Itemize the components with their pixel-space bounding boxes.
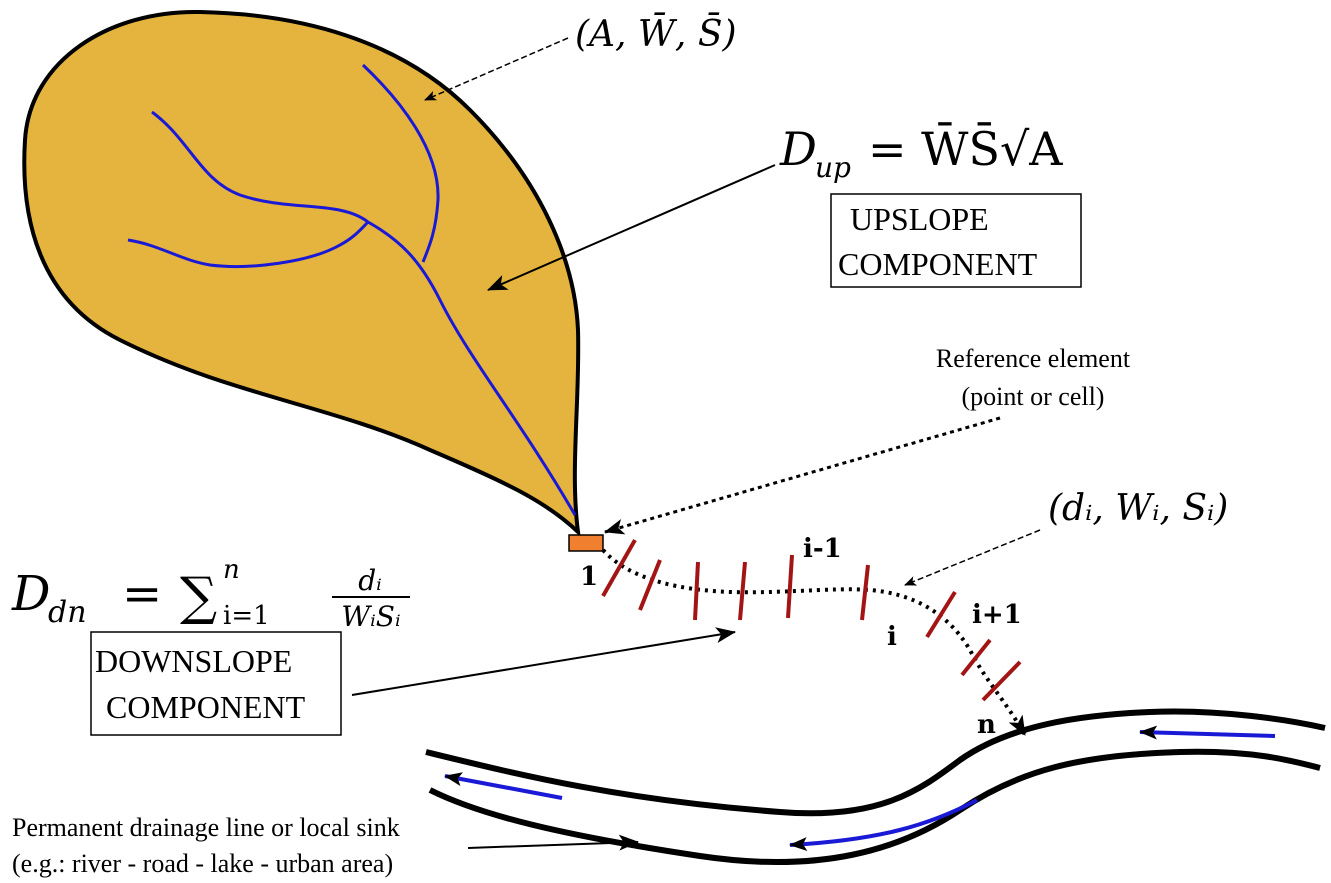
downslope-formula: D dn = ∑ n i=1 dᵢ WᵢSᵢ bbox=[11, 555, 410, 633]
downslope-component-box bbox=[90, 631, 342, 736]
downslope-component-arrow bbox=[351, 627, 736, 696]
path-label-first: 1 bbox=[580, 562, 598, 592]
flow-segment bbox=[860, 564, 870, 621]
path-label-prev: i-1 bbox=[803, 534, 842, 564]
upslope-component-box bbox=[830, 193, 1082, 288]
svg-text:up: up bbox=[815, 151, 851, 184]
drainage-sublabel: (e.g.: river - road - lake - urban area) bbox=[12, 849, 393, 878]
flow-segment bbox=[925, 590, 957, 639]
downslope-params-label: (dᵢ, Wᵢ, Sᵢ) bbox=[1048, 488, 1228, 529]
channel-flow-arrows bbox=[444, 725, 1276, 852]
svg-text:=: = bbox=[122, 566, 162, 622]
channel-flow-arrow bbox=[1139, 725, 1276, 740]
upslope-box-line2: COMPONENT bbox=[838, 246, 1038, 282]
svg-text:WᵢSᵢ: WᵢSᵢ bbox=[341, 600, 400, 633]
catchment-area bbox=[22, 9, 581, 538]
svg-text:dᵢ: dᵢ bbox=[358, 564, 382, 597]
reference-element bbox=[568, 534, 604, 552]
upslope-formula: D up = W̄S̄√A bbox=[779, 121, 1063, 184]
flow-segments bbox=[601, 539, 1022, 702]
upslope-params-label: (A, W̄, S̄) bbox=[575, 12, 737, 55]
flow-segment bbox=[981, 660, 1022, 702]
svg-text:D: D bbox=[779, 122, 817, 176]
drainage-label: Permanent drainage line or local sink bbox=[12, 813, 400, 842]
upslope-params-arrow bbox=[424, 37, 569, 101]
svg-text:∑: ∑ bbox=[180, 567, 217, 627]
svg-text:= W̄S̄√A: = W̄S̄√A bbox=[868, 121, 1063, 176]
path-label-current: i bbox=[887, 622, 897, 652]
downslope-flow-path bbox=[601, 548, 1027, 736]
path-label-last: n bbox=[977, 710, 996, 740]
flow-segment bbox=[601, 539, 637, 597]
flow-segment bbox=[738, 561, 747, 621]
reference-element-sublabel: (point or cell) bbox=[962, 382, 1105, 411]
reference-element-arrow bbox=[604, 416, 1001, 535]
upslope-box-line1: UPSLOPE bbox=[850, 201, 989, 237]
upslope-formula-arrow bbox=[487, 164, 776, 291]
channel-flow-arrow bbox=[444, 772, 563, 800]
drainage-channel bbox=[425, 708, 1326, 866]
svg-text:D: D bbox=[11, 566, 50, 622]
svg-text:n: n bbox=[223, 555, 240, 585]
flow-segment bbox=[693, 561, 700, 621]
path-label-next: i+1 bbox=[972, 600, 1022, 630]
drainage-arrow bbox=[467, 834, 639, 851]
channel-flow-arrow bbox=[789, 798, 978, 852]
downslope-box-line2: COMPONENT bbox=[106, 689, 306, 725]
flow-segment bbox=[638, 559, 662, 611]
svg-text:dn: dn bbox=[48, 595, 87, 630]
downslope-params-arrow bbox=[904, 529, 1041, 586]
flow-segment bbox=[786, 554, 794, 619]
svg-text:i=1: i=1 bbox=[223, 601, 270, 631]
flow-segment bbox=[960, 638, 992, 677]
downslope-box-line1: DOWNSLOPE bbox=[95, 643, 292, 679]
reference-element-label: Reference element bbox=[936, 344, 1131, 373]
catchment-streams bbox=[127, 63, 577, 516]
